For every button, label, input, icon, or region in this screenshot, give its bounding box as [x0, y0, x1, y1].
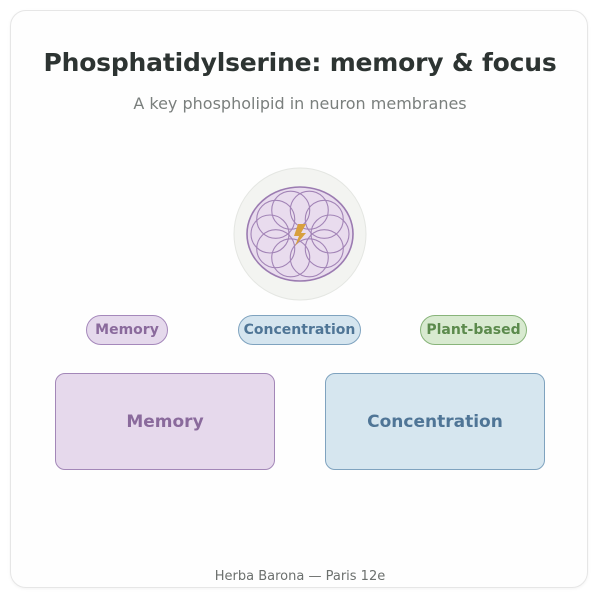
footer-credit: Herba Barona — Paris 12e — [214, 569, 386, 584]
lipid-ring — [271, 190, 311, 230]
lipid-ring — [310, 214, 350, 254]
tag-plant-based: Plant-based — [420, 315, 527, 345]
lipid-ring — [271, 238, 311, 278]
membrane-lipid-rings — [250, 190, 350, 278]
lipid-ring — [289, 190, 329, 230]
page-title: Phosphatidylserine: memory & focus — [43, 48, 557, 77]
neuron-membrane-icon — [233, 167, 367, 301]
lipid-ring — [304, 229, 344, 269]
benefit-box-concentration: Concentration — [325, 373, 545, 470]
benefit-box-memory: Memory — [55, 373, 275, 470]
tag-concentration: Concentration — [238, 315, 361, 345]
lipid-ring — [289, 238, 329, 278]
lipid-ring — [256, 199, 296, 239]
lipid-ring — [256, 229, 296, 269]
lipid-ring — [304, 199, 344, 239]
tag-memory: Memory — [86, 315, 168, 345]
lipid-ring — [250, 214, 290, 254]
page-subtitle: A key phospholipid in neuron membranes — [133, 94, 467, 113]
lightning-bolt-icon — [294, 224, 306, 246]
